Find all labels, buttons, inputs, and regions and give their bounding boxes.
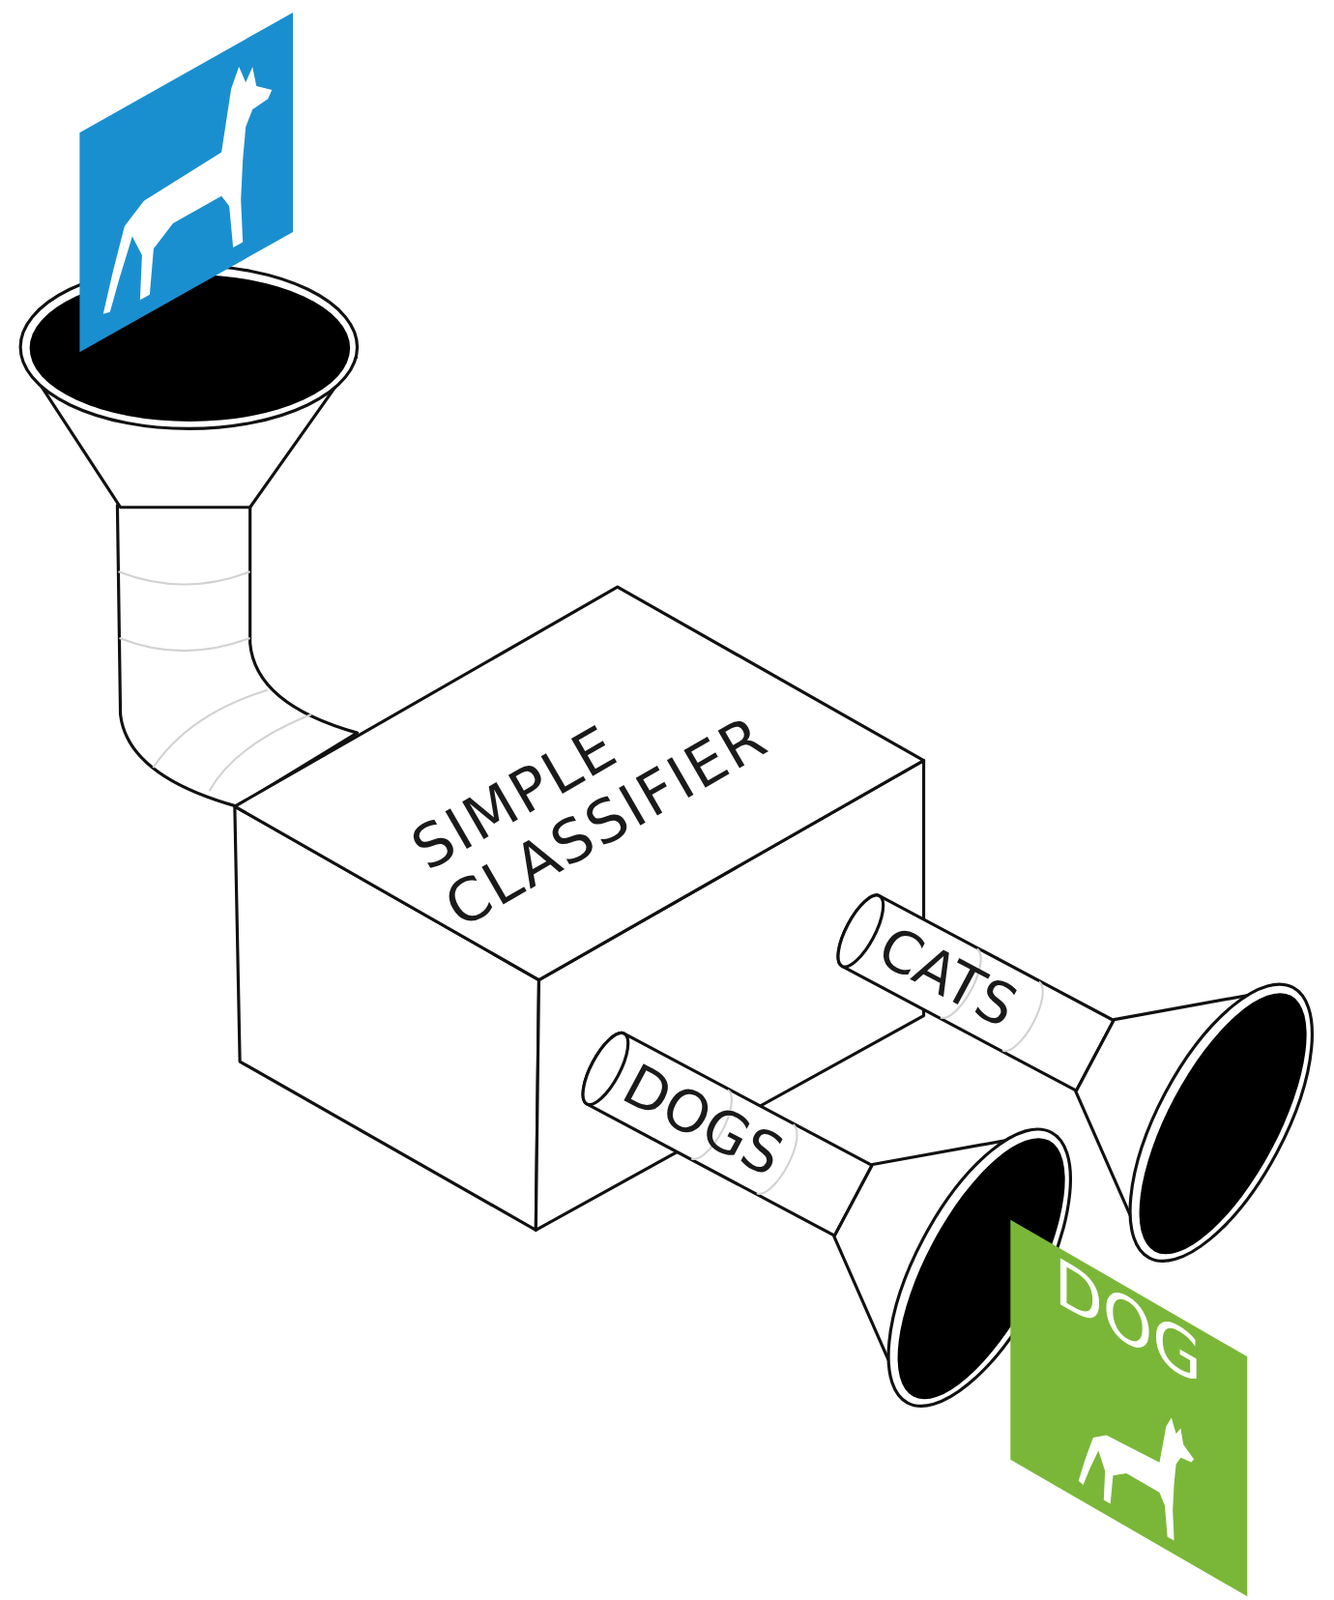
funnel-rim — [20, 265, 357, 430]
input-image-card — [79, 12, 293, 352]
funnel-mouth — [1105, 969, 1334, 1277]
tube-body — [574, 1026, 872, 1236]
funnel-cone — [1023, 922, 1289, 1255]
dog-silhouette — [1078, 1363, 1194, 1553]
image-card — [79, 12, 293, 352]
card-group — [1010, 1219, 1247, 1597]
dog-silhouette — [103, 48, 273, 321]
box-face — [234, 586, 925, 981]
funnel-cone — [22, 357, 356, 508]
pipe-ring — [117, 571, 250, 651]
card-face — [1010, 1219, 1247, 1597]
funnel-cone — [782, 1067, 1047, 1400]
result-card-outline — [1008, 1219, 1249, 1598]
input-pipe — [20, 265, 357, 808]
funnel-mouth — [29, 274, 351, 422]
funnel-rim — [1093, 957, 1334, 1288]
cats-funnel-group — [1022, 920, 1334, 1288]
tube-body — [829, 889, 1114, 1092]
result-card: DOG — [1008, 1219, 1249, 1598]
